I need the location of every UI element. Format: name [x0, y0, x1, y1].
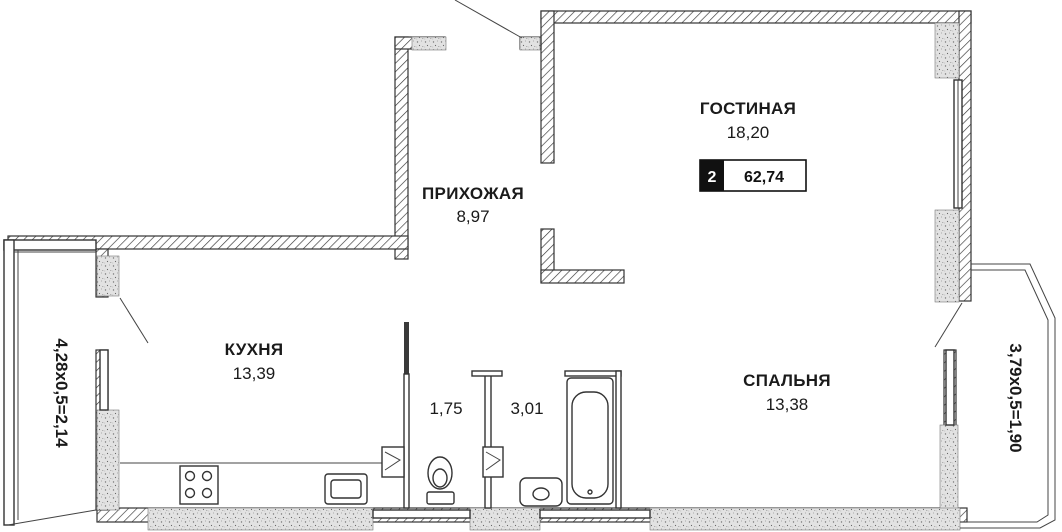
door-lines — [119, 0, 963, 348]
room-living-area: 18,20 — [727, 123, 770, 142]
kitchen-counter — [120, 462, 404, 505]
partitions — [403, 322, 622, 509]
left-balcony-dimension: 4,28х0,5=2,14 — [52, 338, 71, 448]
room-bathroom-area: 3,01 — [510, 399, 543, 418]
room-bedroom-area: 13,38 — [766, 395, 809, 414]
bathroom-fixtures — [482, 377, 614, 507]
room-living-name: ГОСТИНАЯ — [700, 99, 796, 118]
right-balcony-dimension: 3,79х0,5=1,90 — [1006, 343, 1025, 452]
room-kitchen-area: 13,39 — [233, 364, 276, 383]
apartment-total-area: 62,74 — [744, 169, 784, 186]
apartment-badge: 2 62,74 — [699, 159, 807, 192]
right-balcony — [960, 263, 1056, 529]
room-kitchen: КУХНЯ 13,39 — [225, 340, 284, 383]
room-kitchen-name: КУХНЯ — [225, 340, 284, 359]
structural-columns — [96, 22, 961, 531]
room-hallway-name: ПРИХОЖАЯ — [422, 184, 524, 203]
left-balcony — [3, 239, 97, 526]
apartment-rooms-count: 2 — [708, 169, 717, 186]
room-bedroom: СПАЛЬНЯ 13,38 — [743, 371, 831, 414]
room-hallway-area: 8,97 — [456, 207, 489, 226]
room-hallway: ПРИХОЖАЯ 8,97 — [422, 184, 524, 226]
room-bedroom-name: СПАЛЬНЯ — [743, 371, 831, 390]
room-wc-area: 1,75 — [429, 399, 462, 418]
room-living: ГОСТИНАЯ 18,20 — [700, 99, 796, 142]
wc-fixtures — [381, 446, 455, 505]
windows — [99, 79, 963, 519]
